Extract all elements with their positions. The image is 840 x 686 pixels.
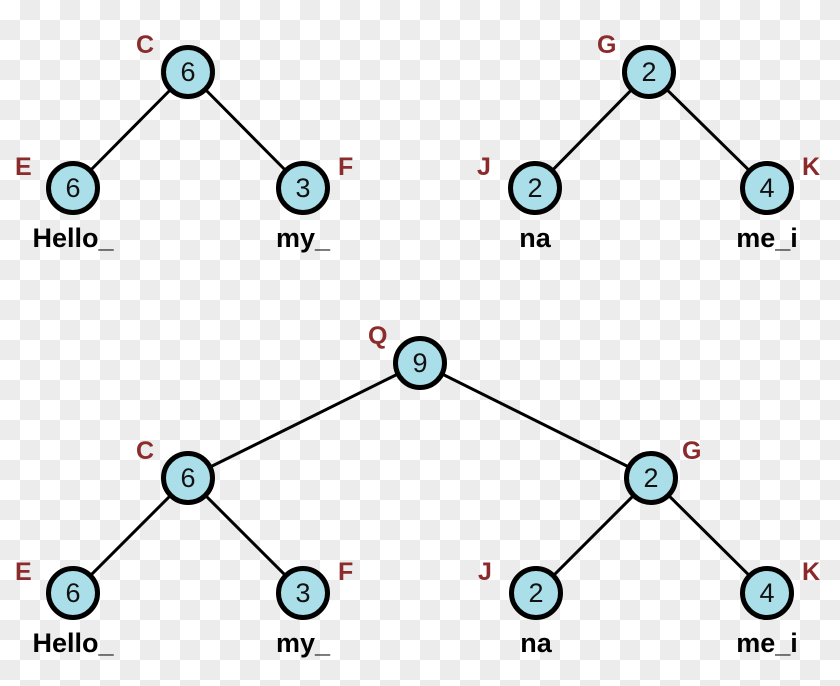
leaf-caption-j: na <box>519 223 551 253</box>
tree-edge-c-e <box>89 494 172 577</box>
tree-node-c[interactable]: 6 <box>161 451 215 505</box>
node-id-label-q: Q <box>368 322 388 350</box>
node-id-label-e: E <box>15 558 32 586</box>
leaf-caption-e: Hello_ <box>32 628 114 658</box>
node-id-label-k: K <box>802 558 821 586</box>
node-weight: 6 <box>180 56 196 87</box>
tree-edge-q-c <box>208 372 400 469</box>
tree-edge-q-g <box>440 372 631 469</box>
tree-node-g[interactable]: 2 <box>624 451 678 505</box>
node-id-label-f: F <box>338 558 354 586</box>
leaf-caption-k: me_i <box>736 223 798 253</box>
leaf-caption-f: my_ <box>275 223 331 253</box>
node-weight: 6 <box>65 172 81 203</box>
node-id-label-f: F <box>338 153 354 181</box>
node-id-label-c: C <box>136 31 155 59</box>
node-weight: 6 <box>180 462 196 493</box>
tree-edge-c-f <box>204 494 287 577</box>
node-weight: 6 <box>65 577 81 608</box>
node-weight: 3 <box>295 577 311 608</box>
node-id-label-c: C <box>136 437 155 465</box>
node-weight: 2 <box>643 462 659 493</box>
tree-node-f[interactable]: 3 <box>276 161 330 215</box>
tree-node-j[interactable]: 2 <box>509 566 563 620</box>
node-weight: 4 <box>759 577 775 608</box>
tree-node-g[interactable]: 2 <box>622 45 676 99</box>
node-id-label-g: G <box>597 31 617 59</box>
tree-node-e[interactable]: 6 <box>46 566 100 620</box>
tree-node-f[interactable]: 3 <box>276 566 330 620</box>
node-weight: 2 <box>527 172 543 203</box>
node-id-label-j: J <box>478 558 492 586</box>
tree-node-e[interactable]: 6 <box>46 161 100 215</box>
tree-node-k[interactable]: 4 <box>740 566 794 620</box>
tree-edge-g-j <box>552 494 635 577</box>
leaf-caption-e: Hello_ <box>32 223 114 253</box>
tree-node-c[interactable]: 6 <box>161 45 215 99</box>
leaf-caption-f: my_ <box>275 628 331 658</box>
leaf-caption-j: na <box>520 628 552 658</box>
node-weight: 2 <box>641 56 657 87</box>
tree-edge-c-e <box>89 88 172 172</box>
tree-edge-c-f <box>204 88 287 172</box>
tree-edge-g-k <box>665 88 751 172</box>
tree-edge-g-k <box>667 494 751 577</box>
node-id-label-k: K <box>802 153 821 181</box>
tree-node-q[interactable]: 9 <box>393 336 447 390</box>
tree-edge-g-j <box>551 88 633 172</box>
leaf-caption-k: me_i <box>736 628 798 658</box>
node-weight: 2 <box>528 577 544 608</box>
node-weight: 4 <box>759 172 775 203</box>
node-weight: 9 <box>412 347 428 378</box>
node-weight: 3 <box>295 172 311 203</box>
node-id-label-e: E <box>15 153 32 181</box>
node-id-label-j: J <box>477 153 491 181</box>
tree-node-k[interactable]: 4 <box>740 161 794 215</box>
node-id-label-g: G <box>682 437 702 465</box>
tree-node-j[interactable]: 2 <box>508 161 562 215</box>
